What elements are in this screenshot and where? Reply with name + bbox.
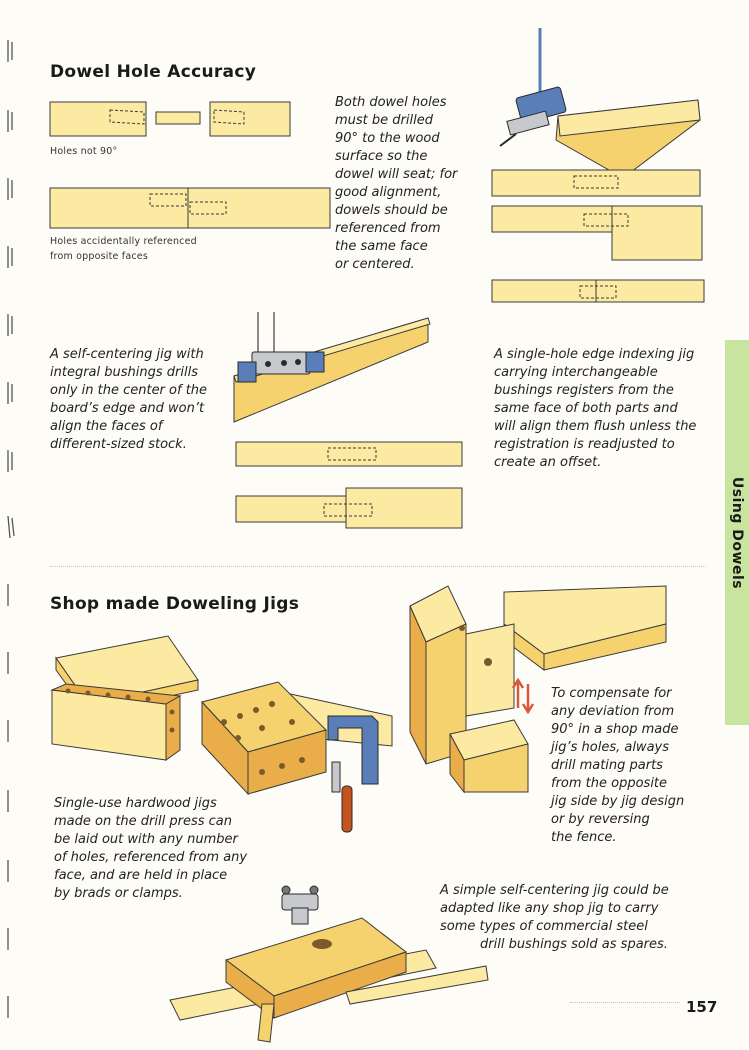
caption-line: adapted like any shop jig to carry xyxy=(440,901,659,916)
label-line: from opposite faces xyxy=(50,251,148,262)
caption-line: dowels should be xyxy=(335,203,448,218)
caption-line: the same face xyxy=(335,239,428,254)
label-holes-not-90: Holes not 90° xyxy=(50,146,118,157)
caption-single-use-jigs: Single-use hardwood jigs made on the dri… xyxy=(54,795,247,903)
caption-line: by brads or clamps. xyxy=(54,886,183,901)
caption-line: of holes, referenced from any xyxy=(54,850,248,865)
caption-line: be laid out with any number xyxy=(54,832,238,847)
label-line: Holes accidentally referenced xyxy=(50,236,197,247)
caption-line: referenced from xyxy=(335,221,441,236)
caption-line: board’s edge and won’t xyxy=(50,401,205,416)
section-title-dowel-hole-accuracy: Dowel Hole Accuracy xyxy=(50,62,257,82)
caption-simple-self-centering: A simple self-centering jig could be ada… xyxy=(440,882,672,954)
caption-line: 90° in a shop made xyxy=(551,722,679,737)
caption-line: A single-hole edge indexing jig xyxy=(494,347,695,362)
caption-line: any deviation from xyxy=(551,704,675,719)
caption-line: A self-centering jig with xyxy=(50,347,204,362)
caption-line: from the opposite xyxy=(551,776,668,791)
caption-line: To compensate for xyxy=(551,686,672,701)
figure-self-centering-jig xyxy=(233,312,463,529)
side-tab: Using Dowels xyxy=(725,340,749,725)
caption-line: registration is readjusted to xyxy=(494,437,675,452)
caption-line: Single-use hardwood jigs xyxy=(54,796,217,811)
caption-line: carrying interchangeable xyxy=(494,365,658,380)
caption-line: face, and are held in place xyxy=(54,868,228,883)
caption-line: good alignment, xyxy=(335,185,442,200)
caption-single-hole-jig: A single-hole edge indexing jig carrying… xyxy=(494,346,696,472)
caption-line: some types of commercial steel xyxy=(440,919,648,934)
figure-jig-with-clamp xyxy=(201,681,393,833)
caption-line: surface so the xyxy=(335,149,428,164)
caption-line: 90° to the wood xyxy=(335,131,440,146)
figure-hardwood-jig-brads xyxy=(50,635,199,761)
caption-line: Both dowel holes xyxy=(335,95,447,110)
caption-line: must be drilled xyxy=(335,113,433,128)
spiral-binding xyxy=(7,40,15,1018)
caption-line: the fence. xyxy=(551,830,617,845)
footer-divider xyxy=(570,1002,680,1003)
caption-line: jig side by jig design xyxy=(551,794,685,809)
caption-line: dowel will seat; for xyxy=(335,167,458,182)
caption-line: or centered. xyxy=(335,257,415,272)
caption-line: bushings registers from the xyxy=(494,383,674,398)
caption-line: drill mating parts xyxy=(551,758,663,773)
caption-line: will align them flush unless the xyxy=(494,419,697,434)
caption-line: same face of both parts and xyxy=(494,401,678,416)
caption-compensate-deviation: To compensate for any deviation from 90°… xyxy=(551,685,684,847)
figure-simple-centering-jig xyxy=(169,885,489,1043)
section-divider xyxy=(50,566,706,567)
caption-line: A simple self-centering jig could be xyxy=(440,883,669,898)
side-tab-label: Using Dowels xyxy=(729,476,746,589)
figure-single-hole-indexing-jig xyxy=(491,28,705,303)
caption-line: only in the center of the xyxy=(50,383,208,398)
caption-line: create an offset. xyxy=(494,455,602,470)
caption-line: align the faces of xyxy=(50,419,163,434)
figure-reversing-fence-jig xyxy=(409,585,667,794)
page-number: 157 xyxy=(686,998,718,1016)
caption-line: or by reversing xyxy=(551,812,650,827)
figure-holes-not-90 xyxy=(49,101,291,137)
caption-line: drill bushings sold as spares. xyxy=(480,937,668,952)
figure-holes-opposite-faces xyxy=(49,187,331,229)
caption-self-centering-jig: A self-centering jig with integral bushi… xyxy=(50,346,207,454)
caption-line: integral bushings drills xyxy=(50,365,198,380)
label-holes-opposite-faces: Holes accidentally referenced from oppos… xyxy=(50,234,197,264)
section-title-shop-made-jigs: Shop made Doweling Jigs xyxy=(50,594,300,614)
caption-line: different-sized stock. xyxy=(50,437,187,452)
caption-line: made on the drill press can xyxy=(54,814,232,829)
caption-line: jig’s holes, always xyxy=(551,740,669,755)
caption-90-degrees: Both dowel holes must be drilled 90° to … xyxy=(335,94,457,274)
